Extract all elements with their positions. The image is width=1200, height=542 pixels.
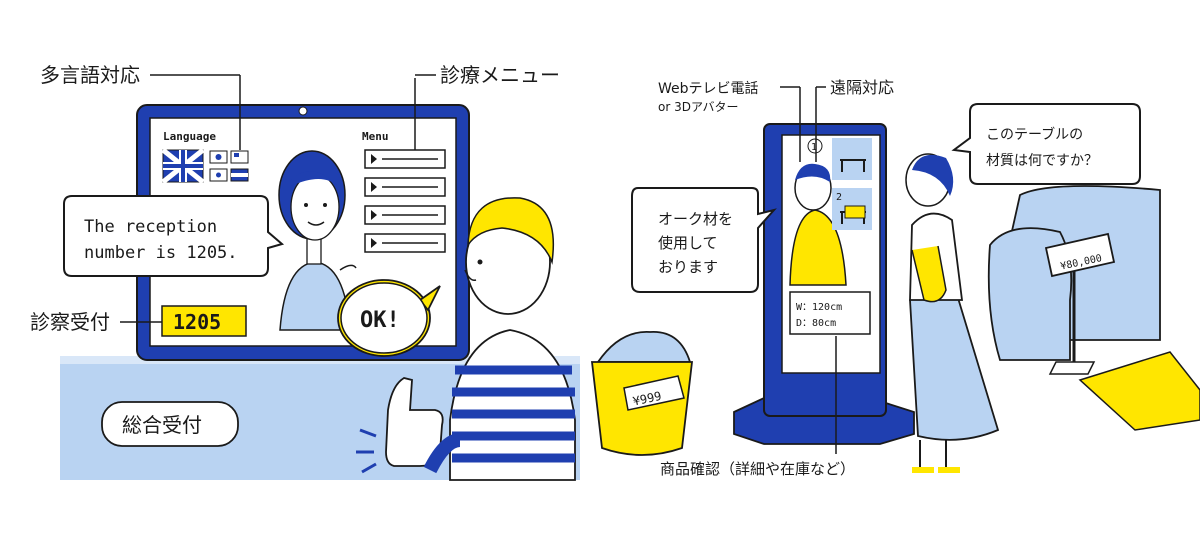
price-stand-sofa — [1044, 232, 1116, 375]
play-icon — [371, 238, 377, 248]
option-1-label: 1 — [811, 142, 817, 153]
desk-sign-text: 総合受付 — [122, 413, 202, 437]
menu-item[interactable] — [364, 205, 446, 225]
label-menu: 診療メニュー — [440, 63, 560, 87]
play-icon — [371, 154, 377, 164]
speech-bubble-customer — [951, 103, 1141, 185]
desk-sign — [101, 401, 239, 447]
dimension-box — [789, 291, 871, 335]
clerk-line-1: オーク材を — [658, 210, 733, 228]
price-basket: ¥999 — [632, 389, 663, 409]
screen-menu-label: Menu — [362, 130, 389, 143]
menu-item[interactable] — [364, 233, 446, 253]
reception-number: 1205 — [173, 310, 221, 334]
clerk-line-3: おります — [658, 258, 718, 276]
menu-list — [364, 149, 446, 253]
option-2-label: 2 — [836, 192, 842, 203]
speech-line-2: number is 1205. — [84, 243, 238, 263]
ok-text: OK! — [360, 308, 400, 333]
thumbs-up-icon — [356, 377, 444, 474]
flag-grid-icon[interactable] — [209, 150, 249, 182]
play-icon — [371, 182, 377, 192]
basket — [590, 331, 694, 456]
label-remote: 遠隔対応 — [830, 78, 894, 97]
label-web-tv-line2: or 3Dアバター — [658, 100, 739, 114]
label-multilingual: 多言語対応 — [40, 63, 140, 87]
left-scene-reception: Language Menu — [30, 63, 580, 481]
customer-line-1: このテーブルの — [986, 126, 1083, 143]
camera-icon — [298, 106, 308, 116]
rug — [1078, 351, 1200, 431]
customer-man — [356, 197, 576, 481]
speech-bubble-reception — [63, 195, 285, 277]
ok-speech-bubble — [337, 279, 441, 357]
menu-item[interactable] — [364, 177, 446, 197]
product-option-1[interactable] — [807, 138, 872, 180]
uk-flag-icon[interactable] — [161, 148, 205, 184]
reception-number-box — [161, 305, 247, 337]
screen-language-label: Language — [163, 130, 216, 143]
right-scene-store: ¥80,000 ¥999 1 — [590, 78, 1200, 478]
dimension-w: W：120cm — [796, 302, 842, 313]
label-reception: 診察受付 — [30, 310, 110, 334]
speech-line-1: The reception — [84, 217, 217, 237]
label-product-check: 商品確認（詳細や在庫など） — [660, 460, 855, 478]
clerk-line-2: 使用して — [658, 234, 718, 252]
dimension-d: D：80cm — [796, 318, 836, 329]
menu-item[interactable] — [364, 149, 446, 169]
customer-woman — [905, 153, 1000, 473]
label-web-tv-line1: Webテレビ電話 — [658, 80, 759, 97]
avatar-woman — [278, 150, 357, 331]
product-option-2[interactable] — [832, 188, 872, 230]
play-icon — [371, 210, 377, 220]
customer-line-2: 材質は何ですか？ — [986, 153, 1098, 169]
speech-bubble-clerk — [631, 187, 777, 293]
